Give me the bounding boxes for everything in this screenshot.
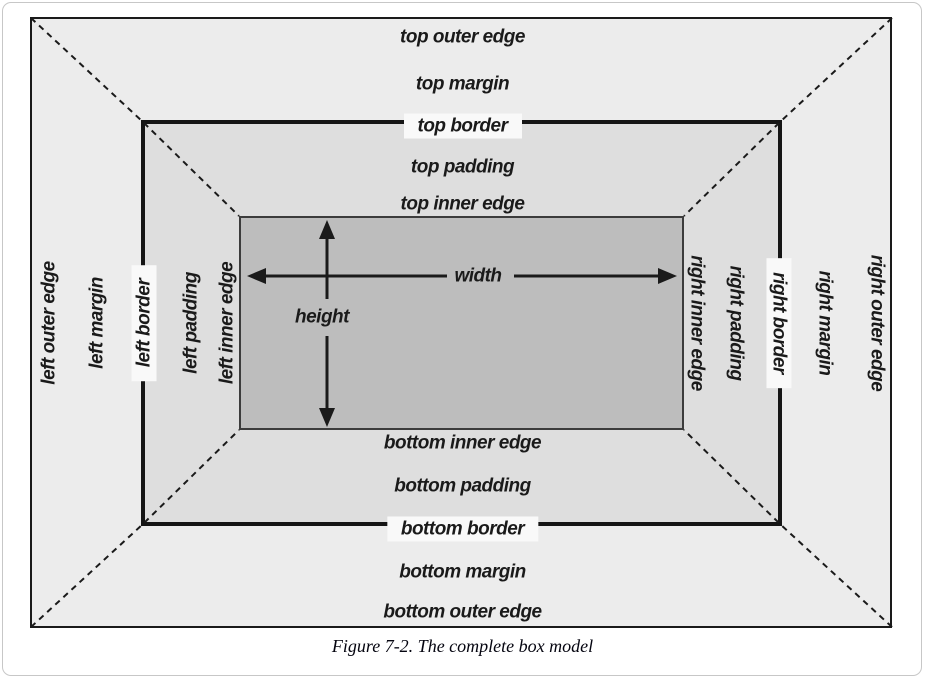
label-bottom-outer-edge: bottom outer edge xyxy=(383,601,542,623)
label-top-border: top border xyxy=(403,113,522,139)
arrowhead-up xyxy=(319,220,335,239)
label-right-inner-edge: right inner edge xyxy=(686,255,708,391)
corner-dash-top-left xyxy=(30,17,240,217)
label-right-border: right border xyxy=(766,258,792,388)
corner-dash-top-right xyxy=(683,17,893,217)
width-arrow xyxy=(247,268,677,284)
label-left-inner-edge: left inner edge xyxy=(216,261,238,385)
label-right-outer-edge: right outer edge xyxy=(866,254,888,392)
height-arrow xyxy=(319,220,335,427)
corner-dash-bottom-left xyxy=(30,429,240,628)
label-width: width xyxy=(447,264,509,288)
label-top-padding: top padding xyxy=(410,156,515,178)
label-bottom-inner-edge: bottom inner edge xyxy=(383,432,542,454)
label-right-margin: right margin xyxy=(814,270,836,376)
label-top-inner-edge: top inner edge xyxy=(400,193,525,215)
figure-caption: Figure 7-2. The complete box model xyxy=(331,636,594,656)
label-height: height xyxy=(288,305,356,329)
label-left-padding: left padding xyxy=(180,272,202,374)
arrowhead-right xyxy=(658,268,677,284)
label-left-margin: left margin xyxy=(86,277,108,369)
label-top-outer-edge: top outer edge xyxy=(400,26,525,48)
arrowhead-down xyxy=(319,408,335,427)
label-right-padding: right padding xyxy=(725,265,747,381)
label-bottom-margin: bottom margin xyxy=(399,561,526,583)
corner-dash-bottom-right xyxy=(683,429,893,628)
label-bottom-border: bottom border xyxy=(386,516,539,542)
label-left-outer-edge: left outer edge xyxy=(38,261,60,385)
label-left-border: left border xyxy=(131,264,157,382)
label-bottom-padding: bottom padding xyxy=(394,475,531,497)
label-top-margin: top margin xyxy=(415,73,510,95)
arrowhead-left xyxy=(247,268,266,284)
